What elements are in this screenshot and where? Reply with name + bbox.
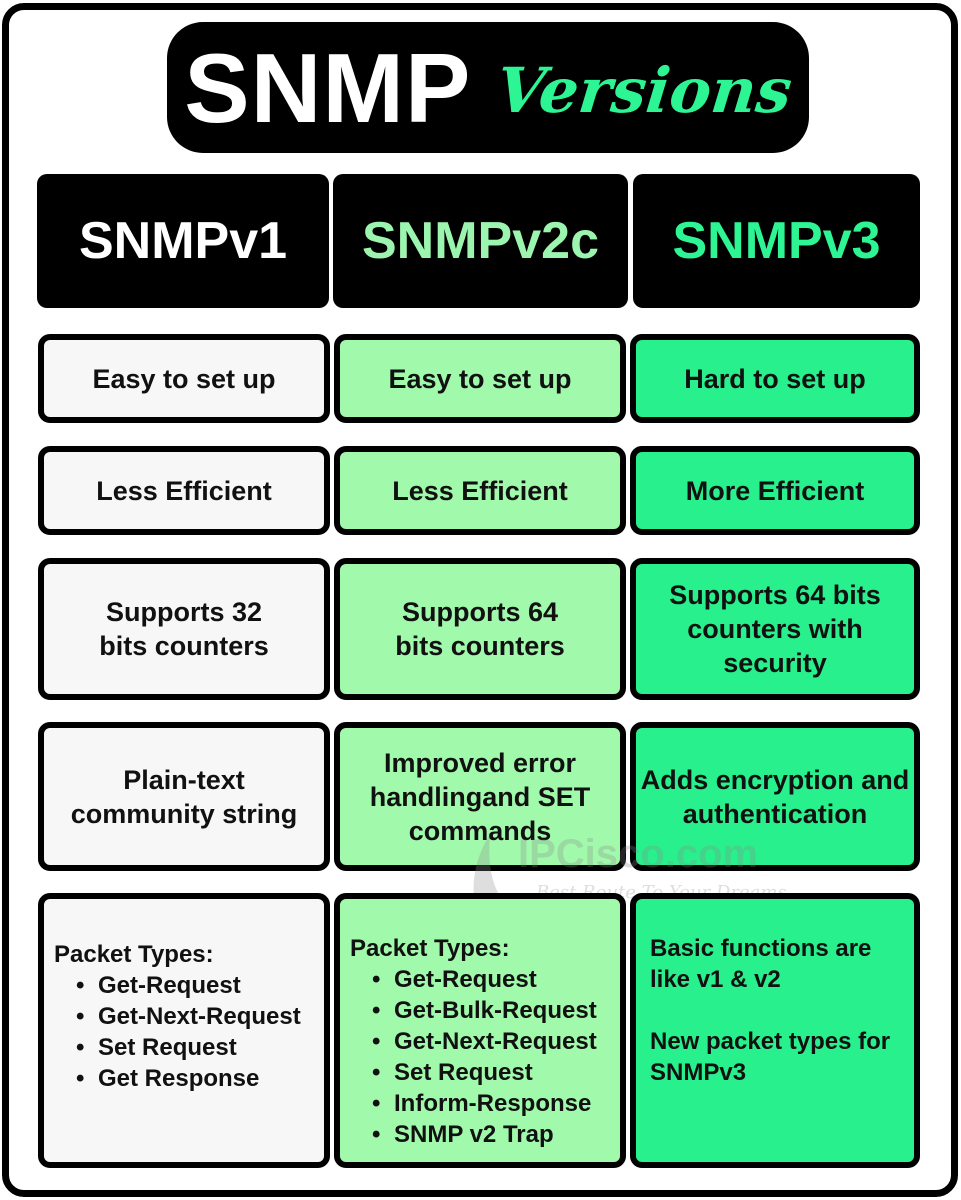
- v1-packet-list: Get-Request Get-Next-Request Set Request…: [54, 970, 320, 1094]
- v2c-packet-list: Get-Request Get-Bulk-Request Get-Next-Re…: [350, 964, 616, 1150]
- v2c-features: Improved error handlingand SET commands: [334, 722, 626, 871]
- v2c-counters: Supports 64 bits counters: [334, 558, 626, 700]
- list-item: Get-Request: [368, 964, 616, 995]
- header-snmpv3: SNMPv3: [633, 174, 920, 308]
- list-item: Get-Next-Request: [368, 1026, 616, 1057]
- v1-counters: Supports 32 bits counters: [38, 558, 330, 700]
- list-item: Get-Request: [72, 970, 320, 1001]
- list-item: Get-Next-Request: [72, 1001, 320, 1032]
- v3-note-basic: Basic functions are like v1 & v2: [650, 935, 872, 993]
- v1-security: Plain-text community string: [38, 722, 330, 871]
- list-item: Get-Bulk-Request: [368, 995, 616, 1026]
- v3-efficiency: More Efficient: [630, 446, 920, 535]
- list-item: Set Request: [368, 1057, 616, 1088]
- v1-setup: Easy to set up: [38, 334, 330, 423]
- v3-counters: Supports 64 bits counters with security: [630, 558, 920, 700]
- v3-security: Adds encryption and authentication: [630, 722, 920, 871]
- v3-packet-notes: Basic functions are like v1 & v2 New pac…: [630, 893, 920, 1168]
- v2c-packet-heading: Packet Types:: [350, 935, 510, 962]
- title-main: SNMP: [184, 32, 472, 143]
- list-item: SNMP v2 Trap: [368, 1119, 616, 1150]
- v2c-packet-types: Packet Types: Get-Request Get-Bulk-Reque…: [334, 893, 626, 1168]
- v3-note-new-types: New packet types for SNMPv3: [650, 1028, 891, 1086]
- header-snmpv1: SNMPv1: [37, 174, 329, 308]
- v2c-efficiency: Less Efficient: [334, 446, 626, 535]
- title-banner: SNMP Versions: [167, 22, 809, 153]
- title-sub: Versions: [493, 53, 796, 127]
- v3-setup: Hard to set up: [630, 334, 920, 423]
- list-item: Inform-Response: [368, 1088, 616, 1119]
- v2c-setup: Easy to set up: [334, 334, 626, 423]
- v1-packet-types: Packet Types: Get-Request Get-Next-Reque…: [38, 893, 330, 1168]
- v1-efficiency: Less Efficient: [38, 446, 330, 535]
- header-snmpv2c: SNMPv2c: [333, 174, 628, 308]
- v1-packet-heading: Packet Types:: [54, 941, 214, 968]
- list-item: Get Response: [72, 1063, 320, 1094]
- list-item: Set Request: [72, 1032, 320, 1063]
